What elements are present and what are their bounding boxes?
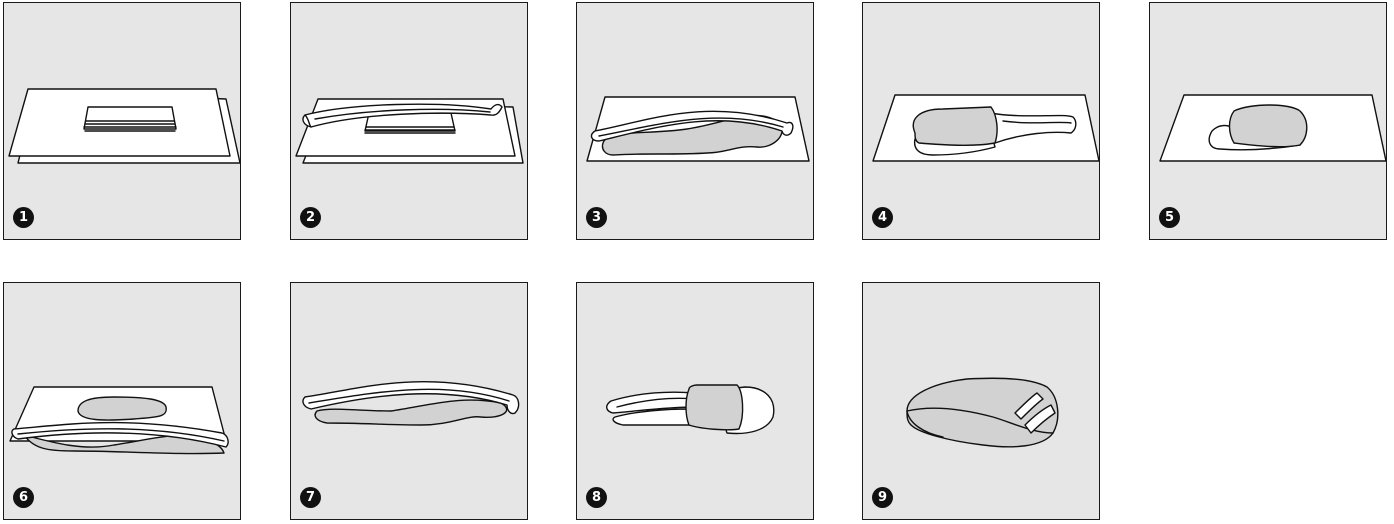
- step-7-illustration: [291, 283, 528, 520]
- card-stack-icon: [84, 107, 176, 131]
- step-5-illustration: [1150, 3, 1387, 240]
- step-number-badge: 3: [586, 207, 607, 228]
- step-panel-9: 9: [862, 282, 1100, 520]
- step-3-illustration: [577, 3, 814, 240]
- step-panel-3: 3: [576, 2, 814, 240]
- step-number-badge: 8: [586, 487, 607, 508]
- step-panel-4: 4: [862, 2, 1100, 240]
- step-number-badge: 1: [13, 207, 34, 228]
- step-panel-5: 5: [1149, 2, 1387, 240]
- step-number-badge: 5: [1159, 207, 1180, 228]
- step-number-badge: 7: [300, 487, 321, 508]
- step-panel-8: 8: [576, 282, 814, 520]
- step-6-illustration: [4, 283, 241, 520]
- step-1-illustration: [4, 3, 241, 240]
- step-panel-1: 1: [3, 2, 241, 240]
- step-number-badge: 2: [300, 207, 321, 228]
- step-panel-6: 6: [3, 282, 241, 520]
- step-number-badge: 4: [872, 207, 893, 228]
- step-2-illustration: [291, 3, 528, 240]
- step-8-illustration: [577, 283, 814, 520]
- step-panel-7: 7: [290, 282, 528, 520]
- step-number-badge: 9: [872, 487, 893, 508]
- step-9-illustration: [863, 283, 1100, 520]
- step-panel-2: 2: [290, 2, 528, 240]
- step-number-badge: 6: [13, 487, 34, 508]
- step-4-illustration: [863, 3, 1100, 240]
